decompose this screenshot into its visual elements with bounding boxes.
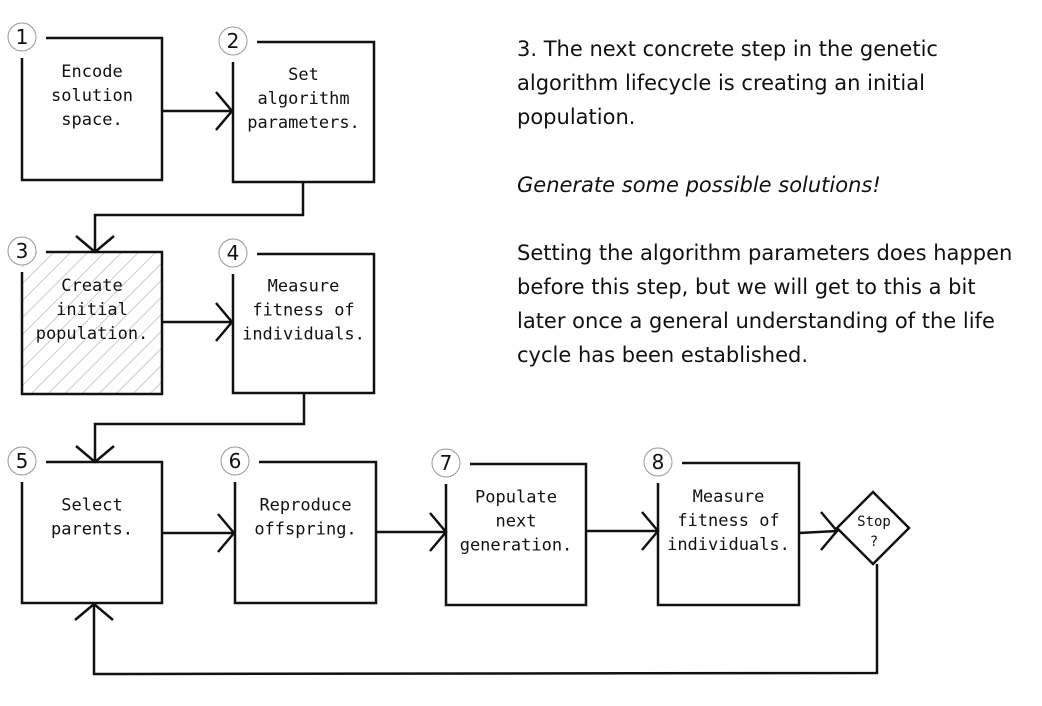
step-number-badge — [218, 26, 248, 56]
step-label-line: Measure — [268, 277, 340, 297]
step-label-line: Measure — [693, 487, 765, 507]
step-label-line: Select — [61, 496, 122, 516]
step-number-badge — [431, 448, 461, 478]
arrowhead-icon — [820, 511, 839, 551]
step-label-line: parameters. — [247, 113, 360, 133]
stop-decision: Stop? — [835, 490, 911, 566]
note-explanation: Setting the algorithm parameters does ha… — [517, 241, 1013, 367]
step-label-line: Set — [288, 65, 319, 85]
step-label-line: next — [496, 512, 537, 532]
step-label-line: individuals. — [242, 325, 365, 345]
decision-label: Stop — [857, 514, 891, 530]
step-number: 1 — [16, 25, 29, 49]
step-label-line: space. — [61, 110, 122, 130]
note-emphasis: Generate some possible solutions! — [517, 173, 881, 197]
connector-2-3 — [93, 182, 305, 252]
step-number-badge — [218, 238, 248, 268]
step-number-badge — [7, 446, 37, 476]
step-box — [233, 460, 378, 605]
decision-label: ? — [870, 534, 878, 550]
step-label-line: parents. — [51, 520, 133, 540]
step-label-line: Create — [61, 276, 122, 296]
step-box — [444, 462, 588, 607]
highlight-hatch — [22, 252, 162, 394]
note-intro: 3. The next concrete step in the genetic… — [517, 37, 938, 129]
step-box — [20, 250, 164, 396]
step-label-line: Populate — [475, 488, 557, 508]
step-number-badge — [643, 447, 673, 477]
step-number-badge — [220, 446, 250, 476]
step-number: 5 — [16, 449, 29, 473]
step-box — [231, 40, 376, 184]
step-box — [20, 460, 164, 605]
step-label-line: offspring. — [254, 520, 356, 540]
step-number-badge — [7, 22, 37, 52]
step-label-line: fitness of — [252, 301, 354, 321]
step-label-line: individuals. — [667, 535, 790, 555]
connector-8-stop — [798, 529, 838, 535]
step-box — [231, 252, 376, 395]
step-label-line: generation. — [460, 536, 573, 556]
step-number: 7 — [440, 451, 453, 475]
step-label-line: solution — [51, 86, 133, 106]
decision-diamond — [835, 490, 911, 566]
step-number: 2 — [227, 29, 240, 53]
connector-4-5 — [93, 393, 306, 462]
step-label-line: algorithm — [257, 89, 349, 109]
step-label-line: Encode — [61, 62, 122, 82]
step-label-line: fitness of — [677, 511, 779, 531]
step-label-line: initial — [56, 300, 128, 320]
step-box — [656, 461, 801, 607]
step-number: 6 — [229, 449, 242, 473]
step-number: 4 — [227, 241, 240, 265]
step-number: 3 — [16, 239, 29, 263]
connector-stop-5 — [92, 564, 879, 676]
step-number-badge — [7, 236, 37, 266]
step-box — [20, 36, 164, 182]
step-label-line: population. — [36, 324, 149, 344]
step-label-line: Reproduce — [259, 496, 351, 516]
step-number: 8 — [652, 450, 665, 474]
